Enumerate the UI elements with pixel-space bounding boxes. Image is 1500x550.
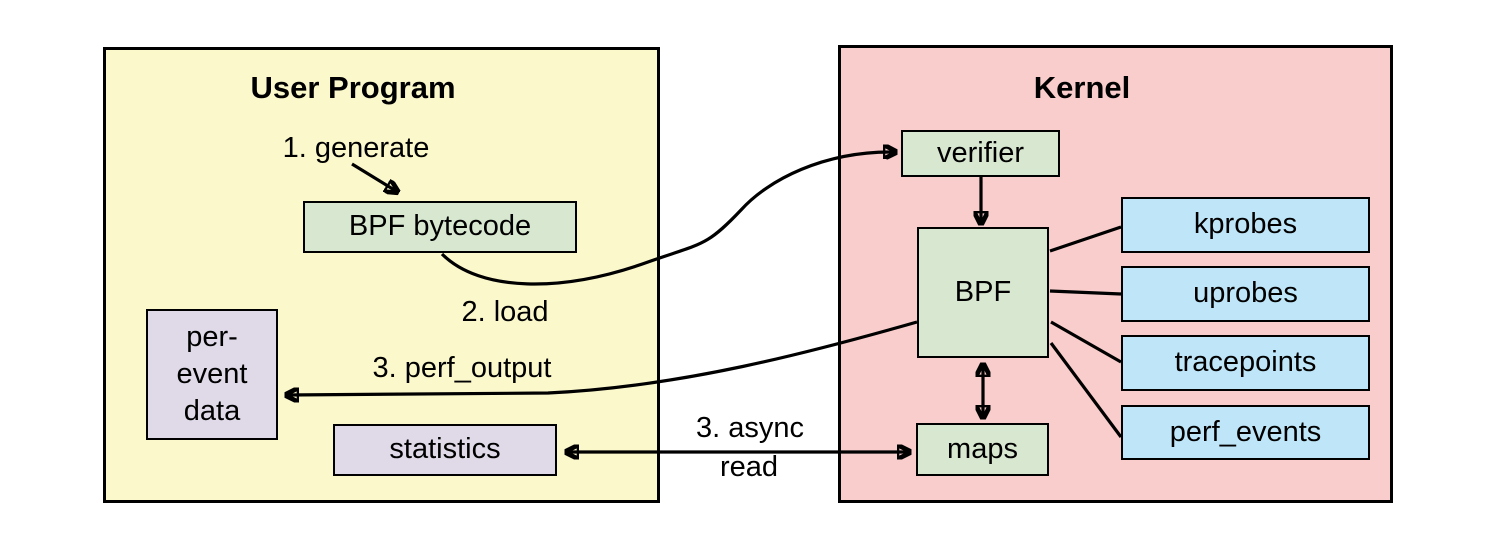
step3-async-label-line2: read bbox=[719, 451, 779, 483]
user-program-title: User Program bbox=[250, 70, 456, 105]
tracepoints-node: tracepoints bbox=[1121, 335, 1370, 391]
kernel-title: Kernel bbox=[1033, 70, 1131, 105]
step2-load-label: 2. load bbox=[461, 296, 549, 328]
maps-node: maps bbox=[916, 423, 1049, 476]
uprobes-node: uprobes bbox=[1121, 266, 1370, 322]
bpf-bytecode-node: BPF bytecode bbox=[303, 201, 577, 253]
verifier-node: verifier bbox=[901, 130, 1060, 177]
step3-async-label-line1: 3. async bbox=[696, 412, 804, 444]
step3-perf-output-label: 3. perf_output bbox=[372, 352, 552, 384]
bpf-label: BPF bbox=[954, 275, 1012, 308]
verifier-label: verifier bbox=[936, 136, 1024, 169]
perf-events-node: perf_events bbox=[1121, 405, 1370, 460]
bpf-node: BPF bbox=[917, 227, 1049, 358]
statistics-node: statistics bbox=[333, 424, 557, 476]
maps-label: maps bbox=[947, 432, 1018, 465]
kprobes-node: kprobes bbox=[1121, 197, 1370, 253]
kprobes-label: kprobes bbox=[1193, 208, 1298, 241]
bpf-bytecode-label: BPF bytecode bbox=[348, 210, 532, 243]
uprobes-label: uprobes bbox=[1193, 277, 1298, 310]
statistics-label: statistics bbox=[389, 433, 501, 466]
tracepoints-label: tracepoints bbox=[1174, 346, 1317, 379]
perf-events-label: perf_events bbox=[1169, 415, 1322, 448]
step1-generate-label: 1. generate bbox=[282, 132, 430, 164]
